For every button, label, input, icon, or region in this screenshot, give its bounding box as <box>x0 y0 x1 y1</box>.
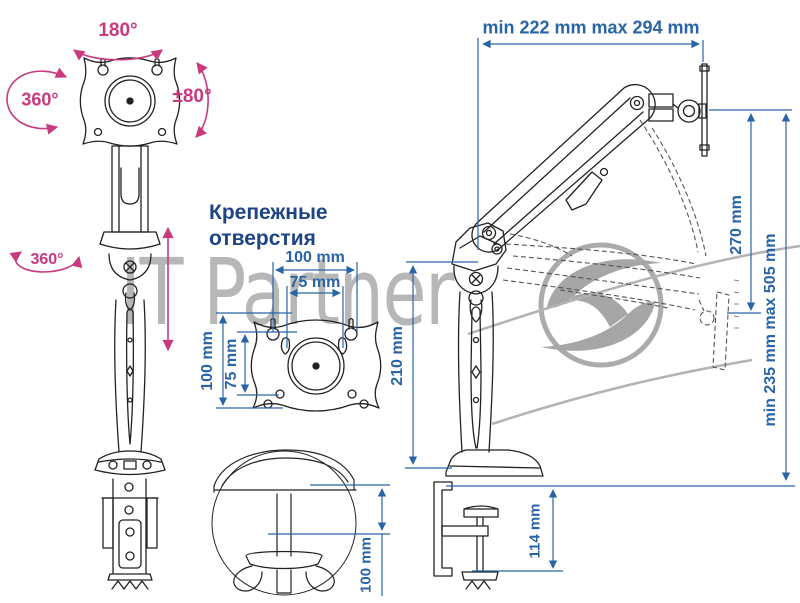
mounting-holes-drawing <box>250 317 382 412</box>
front-view-drawing <box>79 57 181 590</box>
dimension-lines <box>216 38 795 596</box>
side-view-drawing <box>433 63 710 590</box>
clamp-detail-drawing <box>211 449 357 596</box>
rotation-arrows <box>6 49 209 352</box>
side-view-dashed-positions <box>502 119 730 371</box>
dashed-plate-marks <box>733 279 740 329</box>
